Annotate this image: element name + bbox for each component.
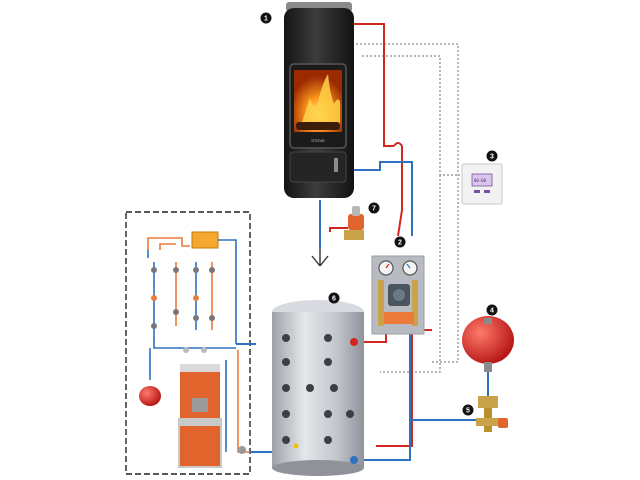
buffer-tank bbox=[272, 300, 364, 476]
boiler-expansion-vessel bbox=[139, 386, 161, 406]
svg-text:7: 7 bbox=[372, 206, 376, 213]
controller: 00:00 bbox=[461, 163, 503, 205]
drain-symbol bbox=[311, 248, 329, 267]
signal-lines bbox=[352, 43, 460, 373]
callout-2: 2 bbox=[394, 236, 406, 248]
wood-stove: STOVE bbox=[284, 2, 354, 198]
callout-6: 6 bbox=[328, 292, 340, 304]
flame bbox=[300, 74, 340, 128]
safety-valve-group bbox=[476, 396, 508, 432]
hot-pipe-crossover bbox=[393, 142, 403, 147]
svg-text:1: 1 bbox=[264, 16, 268, 23]
stove-door-handle bbox=[334, 158, 338, 172]
hot-pipe-safety-valve bbox=[329, 227, 348, 232]
boiler-valves bbox=[151, 267, 246, 454]
hot-pipe-stove-outlet bbox=[351, 23, 394, 147]
hot-pipe-to-station bbox=[397, 146, 403, 237]
expansion-vessel bbox=[462, 316, 514, 372]
stove-ash-drawer bbox=[289, 151, 347, 183]
stove-nameplate: STOVE bbox=[311, 138, 325, 143]
pump-station bbox=[371, 255, 425, 335]
cold-pipe-station-return bbox=[356, 318, 411, 461]
cold-pipe-vessel bbox=[412, 360, 489, 421]
svg-text:5: 5 bbox=[466, 408, 470, 415]
hot-pipe-expansion bbox=[376, 329, 432, 447]
cold-pipe-stove-return bbox=[338, 161, 413, 236]
callout-5: 5 bbox=[462, 404, 474, 416]
signal-line-controller bbox=[362, 55, 460, 176]
signal-line-tank bbox=[380, 175, 441, 373]
callout-1: 1 bbox=[260, 12, 272, 24]
safety-valve bbox=[344, 206, 364, 240]
callout-7: 7 bbox=[368, 202, 380, 214]
boiler-piping bbox=[147, 231, 250, 453]
svg-text:4: 4 bbox=[490, 308, 494, 315]
svg-text:3: 3 bbox=[490, 154, 494, 161]
svg-text:6: 6 bbox=[332, 296, 336, 303]
svg-text:00:00: 00:00 bbox=[474, 178, 487, 183]
svg-text:2: 2 bbox=[398, 240, 402, 247]
gas-boiler bbox=[178, 364, 222, 468]
log bbox=[296, 122, 340, 130]
callout-4: 4 bbox=[486, 304, 498, 316]
callout-3: 3 bbox=[486, 150, 498, 162]
signal-line-stove bbox=[352, 43, 459, 363]
